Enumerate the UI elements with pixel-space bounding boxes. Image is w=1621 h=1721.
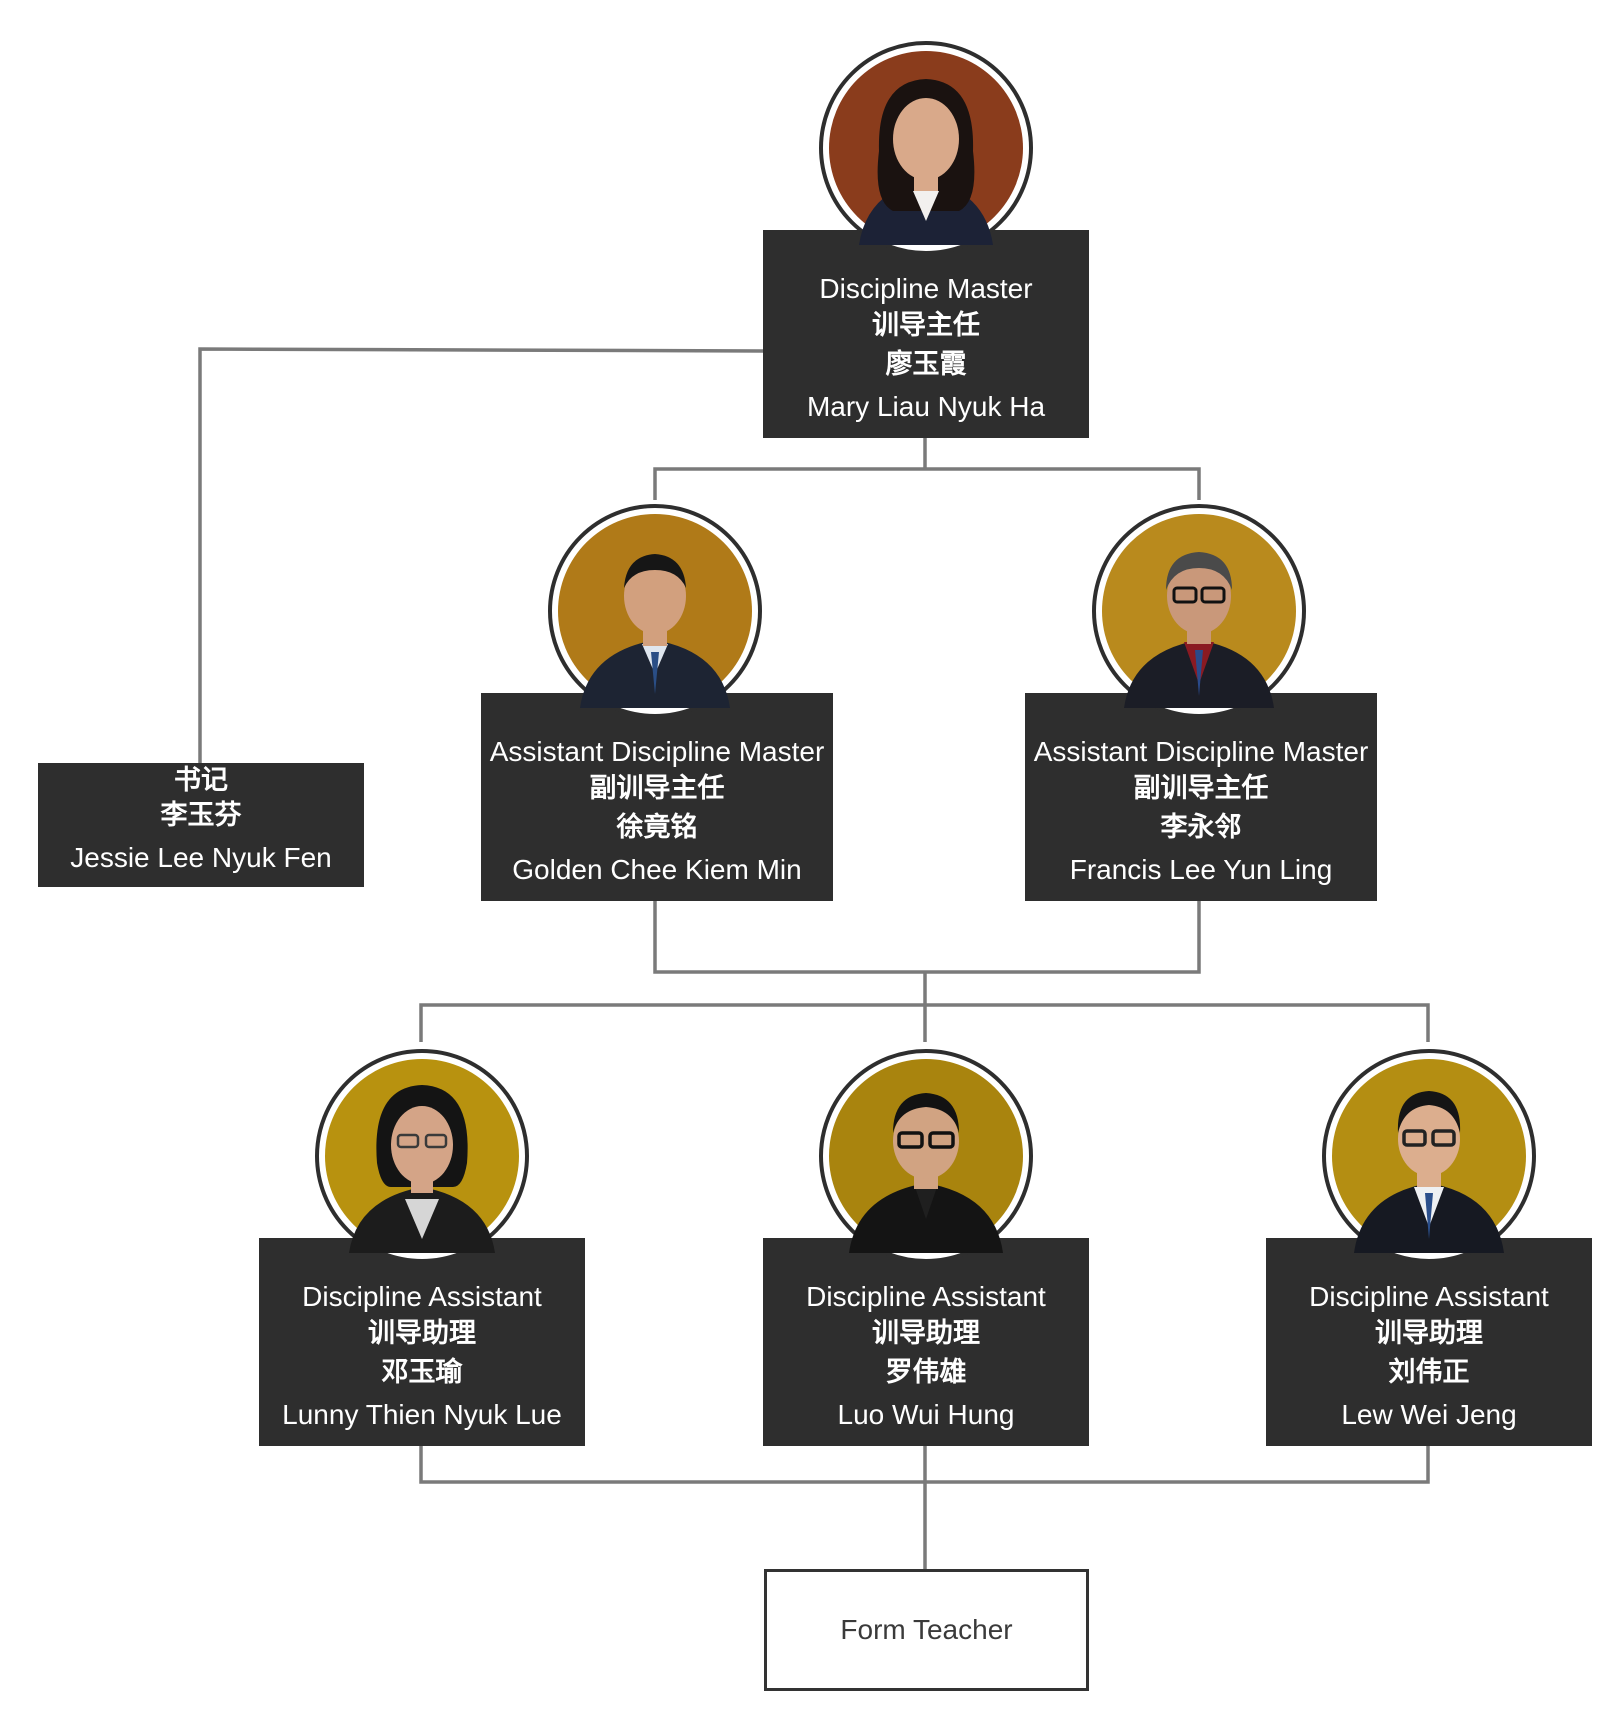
card-discipline-assistant: Discipline Assistant 训导助理 罗伟雄 Luo Wui Hu… [763, 1238, 1089, 1446]
avatar-discipline-assistant [819, 1049, 1033, 1263]
card-discipline-master: Discipline Master 训导主任 廖玉霞 Mary Liau Nyu… [763, 230, 1089, 438]
connector-assistant-masters-merge [653, 900, 1201, 974]
name-cn: 刘伟正 [1388, 1357, 1470, 1388]
name-en: Mary Liau Nyuk Ha [806, 391, 1046, 423]
role-label: Discipline Assistant [302, 1280, 542, 1312]
role-label: Discipline Assistant [1309, 1280, 1549, 1312]
role-label-cn: 副训导主任 [1133, 772, 1269, 803]
avatar-discipline-assistant [1322, 1049, 1536, 1263]
card-discipline-assistant: Discipline Assistant 训导助理 刘伟正 Lew Wei Je… [1266, 1238, 1592, 1446]
name-cn: 廖玉霞 [885, 349, 967, 380]
name-en: Golden Chee Kiem Min [512, 854, 802, 886]
avatar-assistant-discipline-master [548, 504, 762, 718]
card-secretary: 书记 李玉芬 Jessie Lee Nyuk Fen [38, 763, 364, 887]
node-form-teacher: Form Teacher [764, 1569, 1089, 1691]
name-en: Francis Lee Yun Ling [1069, 854, 1333, 886]
connector-to-discipline-assistants [419, 972, 1430, 1042]
portrait-photo [829, 51, 1023, 245]
name-en: Lunny Thien Nyuk Lue [282, 1399, 562, 1431]
portrait-photo [1332, 1059, 1526, 1253]
form-teacher-label: Form Teacher [840, 1614, 1013, 1645]
name-cn: 罗伟雄 [885, 1357, 967, 1388]
role-label: Discipline Master [819, 272, 1033, 304]
portrait-photo [558, 514, 752, 708]
connector-root-assistant-masters [653, 437, 1201, 500]
role-label-cn: 训导助理 [368, 1317, 476, 1348]
role-label-cn: 书记 [174, 764, 228, 795]
connector-root-secretary [198, 347, 765, 763]
name-en: Jessie Lee Nyuk Fen [70, 842, 332, 874]
role-label-cn: 训导助理 [1375, 1317, 1483, 1348]
role-label-cn: 训导助理 [872, 1317, 980, 1348]
role-label: Assistant Discipline Master [489, 735, 825, 767]
avatar-discipline-assistant [315, 1049, 529, 1263]
connector-to-form-teacher [419, 1443, 1430, 1569]
card-assistant-discipline-master: Assistant Discipline Master 副训导主任 李永邻 Fr… [1025, 693, 1377, 901]
portrait-photo [1102, 514, 1296, 708]
name-cn: 徐竟铭 [616, 812, 698, 843]
card-assistant-discipline-master: Assistant Discipline Master 副训导主任 徐竟铭 Go… [481, 693, 833, 901]
name-cn: 李玉芬 [160, 800, 242, 831]
name-cn: 李永邻 [1160, 812, 1242, 843]
role-label-cn: 训导主任 [872, 309, 980, 340]
name-cn: 邓玉瑜 [381, 1357, 463, 1388]
role-label: Assistant Discipline Master [1033, 735, 1369, 767]
name-en: Lew Wei Jeng [1341, 1399, 1517, 1431]
avatar-assistant-discipline-master [1092, 504, 1306, 718]
name-en: Luo Wui Hung [837, 1399, 1015, 1431]
role-label-cn: 副训导主任 [589, 772, 725, 803]
role-label: Discipline Assistant [806, 1280, 1046, 1312]
avatar-discipline-master [819, 41, 1033, 255]
portrait-photo [325, 1059, 519, 1253]
portrait-photo [829, 1059, 1023, 1253]
card-discipline-assistant: Discipline Assistant 训导助理 邓玉瑜 Lunny Thie… [259, 1238, 585, 1446]
